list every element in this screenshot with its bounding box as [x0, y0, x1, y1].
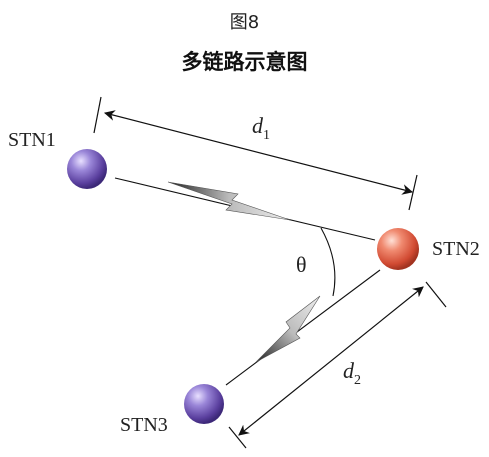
- d1-extension-left: [93, 96, 102, 134]
- station-stn1-sphere: [67, 149, 107, 189]
- distance-d1-dimension: d1: [93, 96, 418, 211]
- station-stn2: STN2: [377, 228, 480, 270]
- d2-extension-top: [425, 281, 447, 308]
- d1-extension-right: [408, 174, 418, 211]
- d2-extension-bottom: [228, 426, 247, 449]
- station-stn2-sphere: [377, 228, 419, 270]
- figure-title: 多链路示意图: [181, 50, 308, 74]
- signal-bolt-icon: [255, 295, 321, 363]
- station-stn3: STN3: [120, 384, 224, 436]
- link-stn1-stn2: [114, 177, 376, 241]
- angle-theta: θ: [296, 227, 336, 297]
- station-stn1: STN1: [8, 129, 107, 189]
- station-stn3-label: STN3: [120, 414, 168, 436]
- station-stn3-sphere: [184, 384, 224, 424]
- d1-label: d1: [252, 113, 270, 143]
- figure-label: 图8: [229, 12, 260, 33]
- angle-arc: [320, 227, 336, 297]
- signal-bolt-icon: [167, 181, 291, 221]
- angle-label: θ: [296, 252, 307, 277]
- d1-arrow-line: [103, 110, 414, 195]
- link-line-stn3-stn2: [225, 269, 381, 386]
- d2-label: d2: [343, 358, 361, 388]
- station-stn2-label: STN2: [432, 238, 480, 260]
- distance-d2-dimension: d2: [228, 281, 447, 449]
- station-stn1-label: STN1: [8, 129, 56, 151]
- d2-arrow-line: [238, 286, 424, 436]
- link-stn3-stn2: [225, 269, 381, 386]
